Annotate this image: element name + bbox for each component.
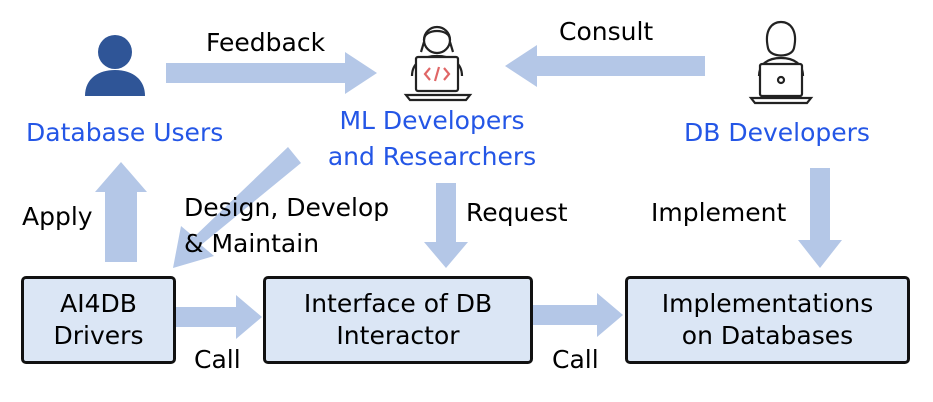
ml-developers-label: ML Developers and Researchers xyxy=(312,103,552,175)
consult-arrow xyxy=(505,45,705,87)
request-label: Request xyxy=(466,198,568,227)
request-arrow xyxy=(424,183,468,268)
implementations-line2: on Databases xyxy=(681,321,854,350)
apply-arrow xyxy=(95,162,147,262)
call-label-2: Call xyxy=(552,345,599,374)
developer-laptop-icon xyxy=(748,20,814,105)
design-develop-line1: Design, Develop xyxy=(184,193,390,222)
interface-line1: Interface of DB xyxy=(303,289,493,318)
interface-line2: Interactor xyxy=(336,321,460,350)
apply-label: Apply xyxy=(22,202,93,231)
feedback-label: Feedback xyxy=(206,28,326,57)
ai4db-drivers-box: AI4DB Drivers xyxy=(21,276,176,364)
ai4db-drivers-line1: AI4DB xyxy=(60,289,137,318)
implement-label: Implement xyxy=(651,198,787,227)
database-users-label: Database Users xyxy=(26,118,224,147)
implementations-line1: Implementations xyxy=(661,289,874,318)
design-develop-line2: & Maintain xyxy=(184,229,320,258)
db-developers-label: DB Developers xyxy=(684,118,870,147)
person-icon xyxy=(85,35,145,96)
ml-developers-line2: and Researchers xyxy=(327,142,537,171)
design-develop-label: Design, Develop & Maintain xyxy=(184,190,389,262)
call-arrow-1 xyxy=(176,295,262,339)
feedback-arrow xyxy=(166,52,377,94)
consult-label: Consult xyxy=(559,17,654,46)
implementations-on-databases-box: Implementations on Databases xyxy=(625,276,910,364)
implement-arrow xyxy=(798,168,842,268)
call-label-1: Call xyxy=(194,345,241,374)
ml-developers-line1: ML Developers xyxy=(339,106,525,135)
ai4db-drivers-line2: Drivers xyxy=(53,321,144,350)
developer-laptop-code-icon xyxy=(403,25,473,102)
interface-db-interactor-box: Interface of DB Interactor xyxy=(263,276,533,364)
call-arrow-2 xyxy=(533,293,623,337)
design-develop-arrow xyxy=(173,147,301,268)
